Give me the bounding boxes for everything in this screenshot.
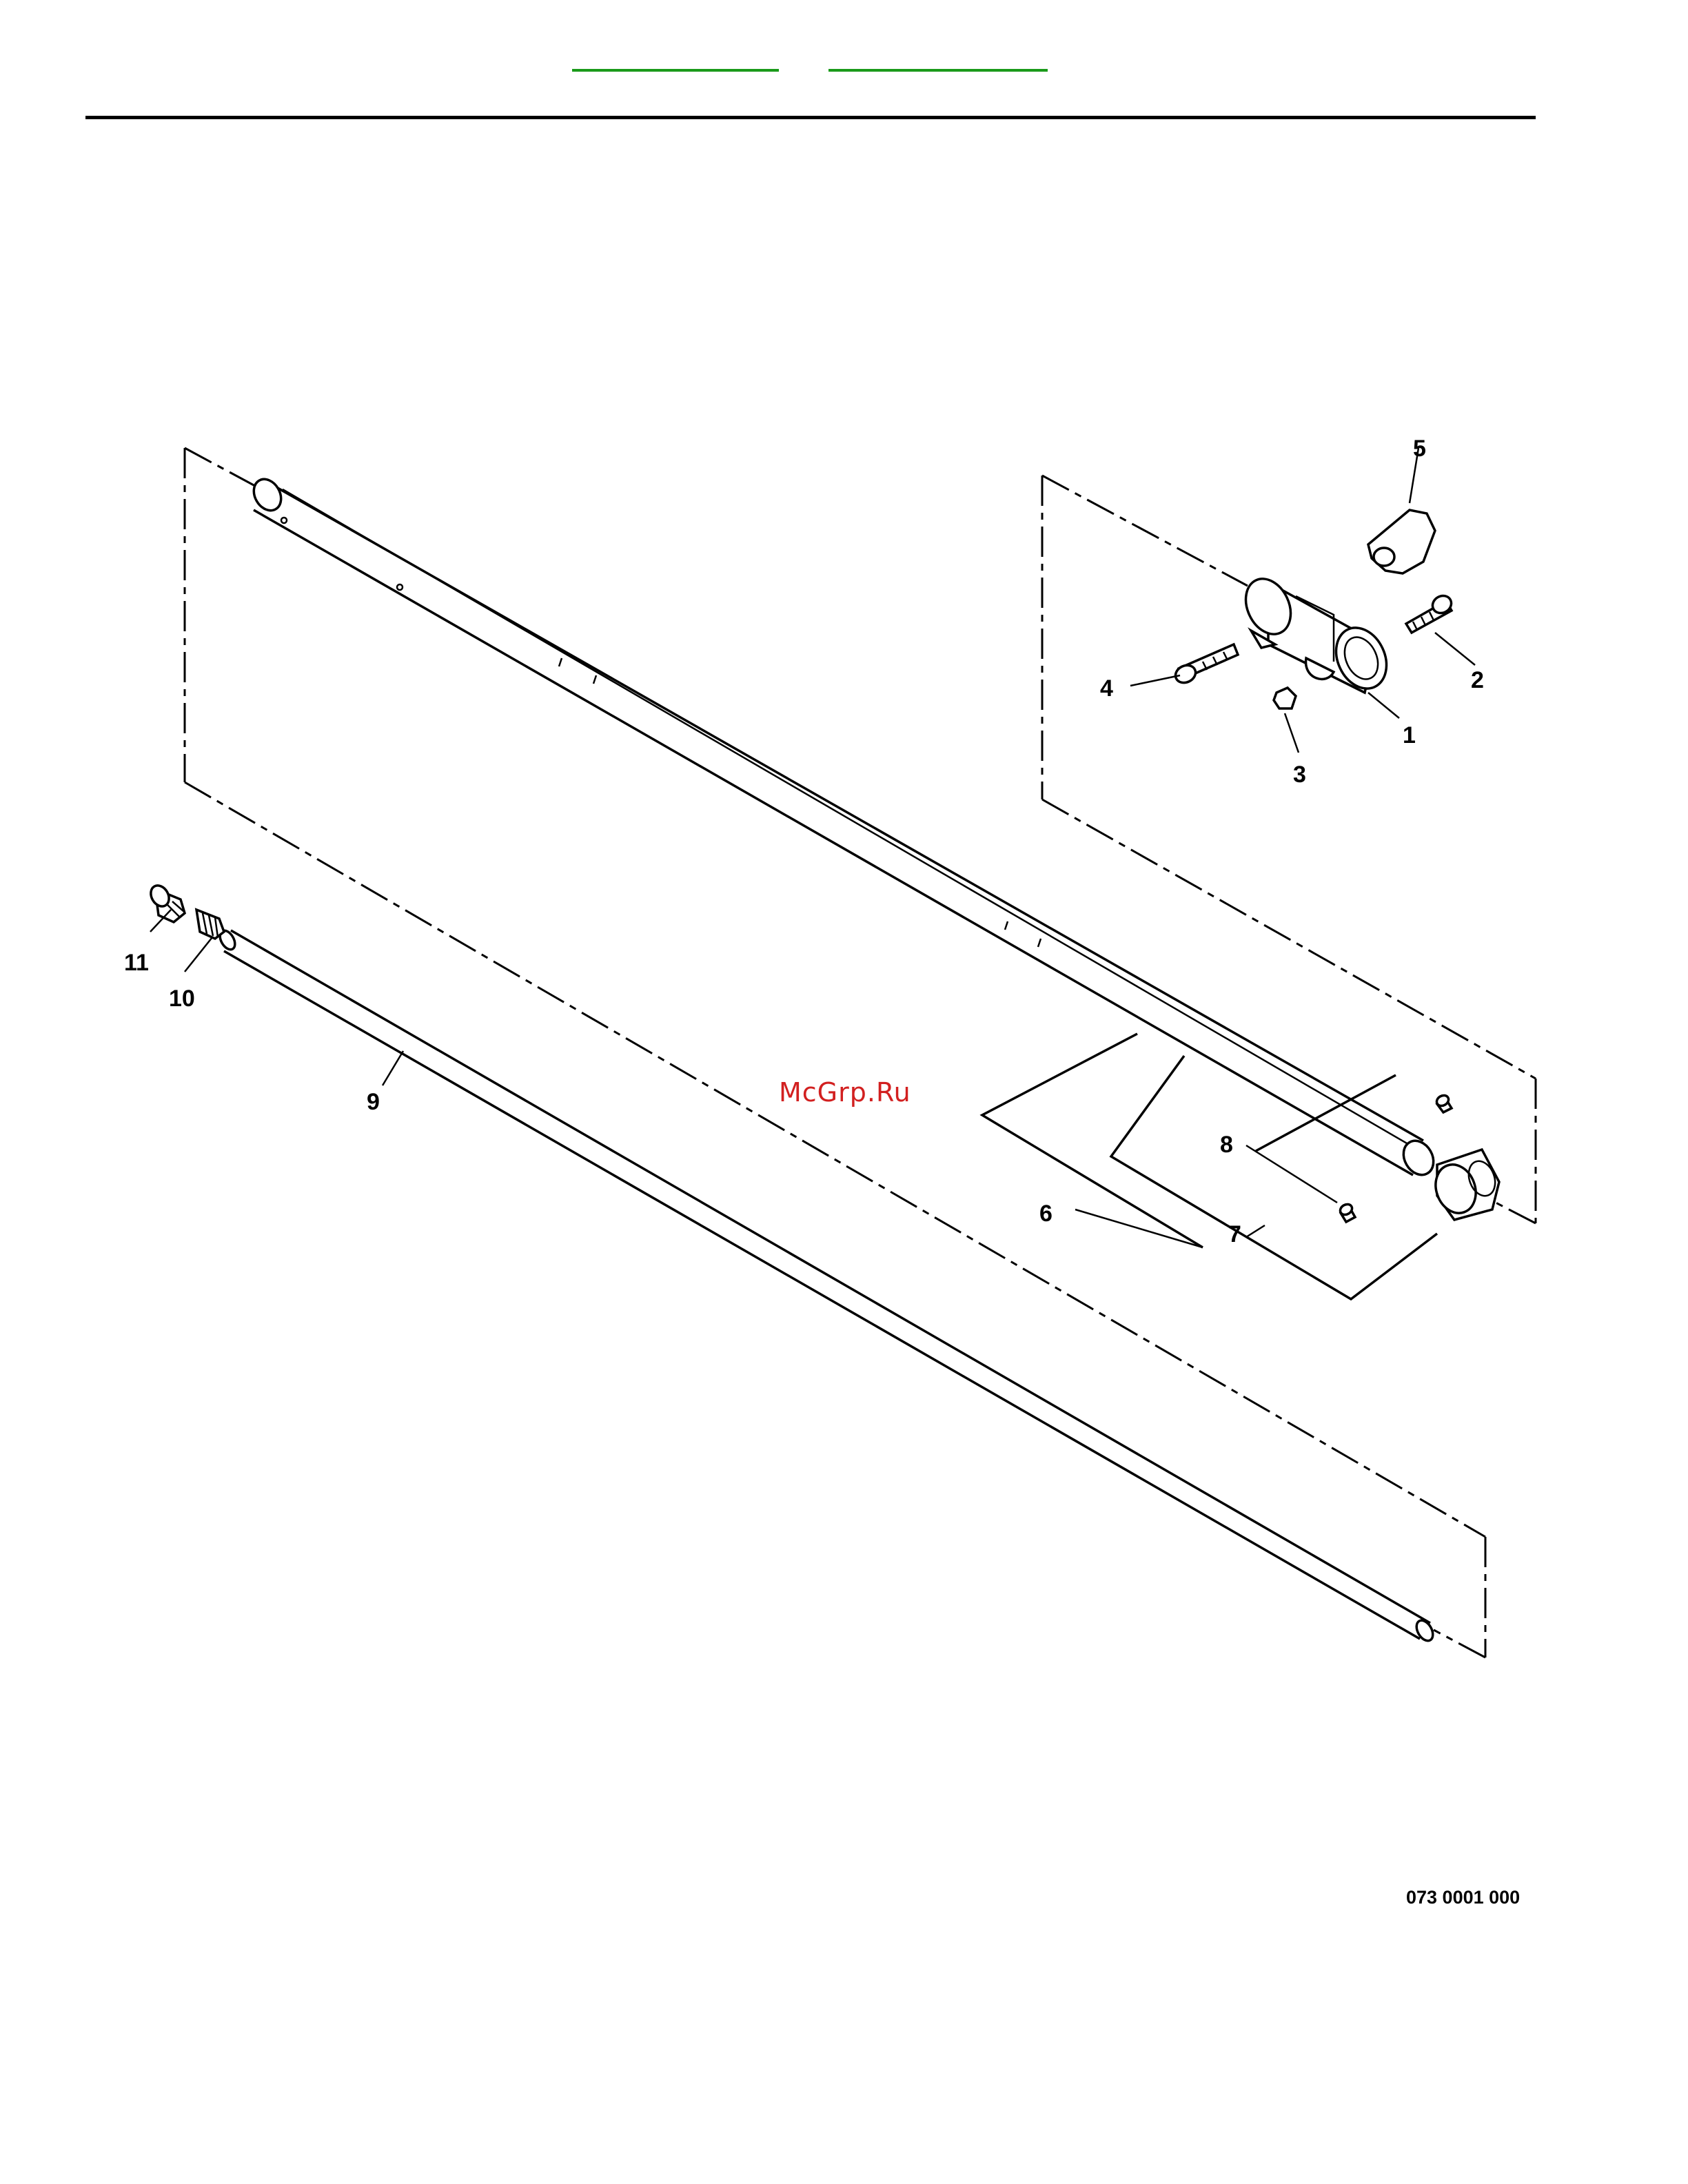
callout-1: 1 xyxy=(1403,722,1416,748)
clamp-part xyxy=(1237,571,1396,697)
callout-10: 10 xyxy=(169,986,195,1012)
callout-4: 4 xyxy=(1100,675,1113,702)
drawing-code: 073 0001 000 xyxy=(1406,1887,1520,1908)
leader-lines xyxy=(150,448,1475,1247)
spline-coupler-part xyxy=(196,910,224,939)
callout-5: 5 xyxy=(1413,436,1426,462)
callout-8: 8 xyxy=(1220,1132,1233,1158)
callout-2: 2 xyxy=(1471,667,1484,693)
callout-7: 7 xyxy=(1228,1221,1241,1247)
watermark: McGrp.Ru xyxy=(779,1077,911,1108)
callout-9: 9 xyxy=(367,1089,380,1115)
screw-part-2 xyxy=(1406,593,1454,633)
callout-11: 11 xyxy=(124,950,149,976)
screw-part-4 xyxy=(1172,644,1238,686)
nut-part xyxy=(1274,688,1296,708)
flex-shaft xyxy=(217,928,1436,1644)
clamp-group-boundary xyxy=(1042,476,1536,1223)
kit-brackets xyxy=(982,1034,1437,1299)
knob-part xyxy=(1368,510,1435,573)
ferrule-part xyxy=(1429,1150,1499,1220)
callout-3: 3 xyxy=(1293,762,1306,788)
callout-6: 6 xyxy=(1039,1201,1053,1227)
